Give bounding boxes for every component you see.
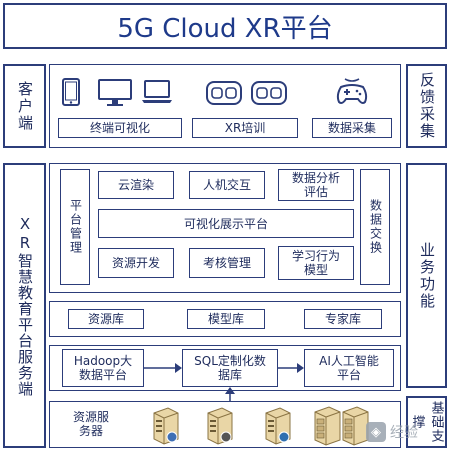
feedback-label: 反馈采集 [406,64,447,148]
gamepad-icon [336,78,368,104]
client-side-label: 客户端 [3,64,46,148]
watermark: ◈ 经验 [366,420,450,444]
arrow-sql-to-ai [278,363,304,373]
visualization-platform-box: 可视化展示平台 [98,209,354,238]
hadoop-platform-box: Hadoop大数据平台 [62,349,144,387]
data-collection-box: 数据采集 [312,118,392,138]
business-label: 业务功能 [406,163,447,388]
platform-side-label: XR智慧教育平台服务端 [3,163,46,448]
data-exchange-box: 数据交换 [360,169,390,285]
data-exchange-text: 数据交换 [368,199,383,255]
feedback-label-text: 反馈采集 [418,72,436,140]
page-title: 5G Cloud XR平台 [117,13,333,44]
platform-management-text: 平台管理 [68,199,83,255]
server-icon [314,406,341,446]
terminal-visualization-box: 终端可视化 [58,118,182,138]
resource-development-box: 资源开发 [98,248,174,278]
expert-library-box: 专家库 [304,309,382,329]
arrow-hadoop-to-sql [144,363,182,373]
platform-label-text: XR智慧教育平台服务端 [16,214,34,397]
business-label-text: 业务功能 [418,241,436,310]
watermark-logo-icon: ◈ [366,422,386,442]
arrow-up-to-sql [225,387,235,401]
model-library-box: 模型库 [187,309,265,329]
server-icon [153,407,179,445]
laptop-icon [142,80,172,103]
ai-platform-box: AI人工智能平台 [304,349,394,387]
vr-headset-icon [251,81,287,105]
watermark-text: 经验 [390,425,418,441]
sql-database-box: SQL定制化数据库 [182,349,278,387]
server-icon [265,407,291,445]
platform-management-box: 平台管理 [60,169,90,285]
cloud-rendering-box: 云渲染 [98,171,174,199]
data-analysis-evaluation-box: 数据分析评估 [278,169,354,201]
resource-server-label: 资源服务器 [66,408,116,440]
resource-library-box: 资源库 [68,309,144,329]
desktop-monitor-icon [98,79,132,106]
title-bar: 5G Cloud XR平台 [3,3,447,49]
human-computer-interaction-box: 人机交互 [189,171,265,199]
assessment-management-box: 考核管理 [189,248,265,278]
vr-headset-icon [206,81,242,105]
client-label-text: 客户端 [16,80,34,132]
support-label: 基础支撑 [406,396,447,448]
support-label-text: 基础支撑 [409,401,444,443]
server-icon [207,407,233,445]
xr-training-box: XR培训 [192,118,298,138]
tablet-icon [62,78,80,106]
learning-behavior-model-box: 学习行为模型 [278,246,354,280]
